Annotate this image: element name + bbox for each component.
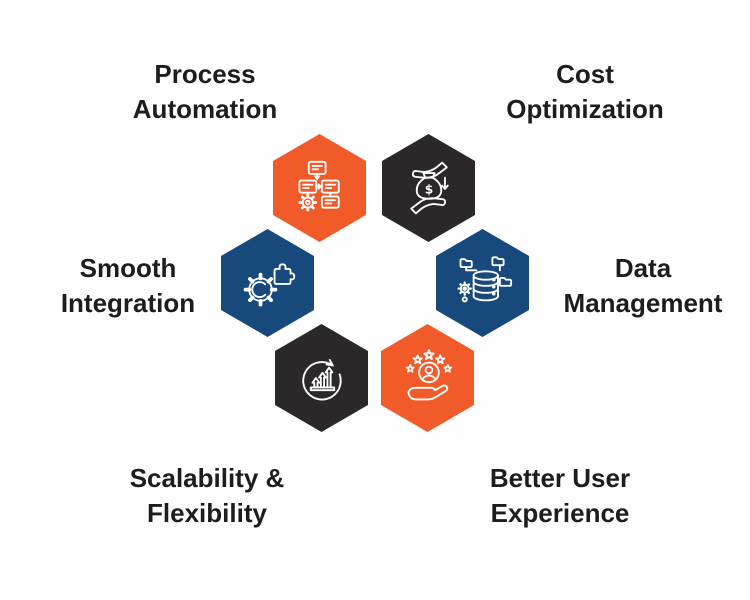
label-scalability-flexibility: Scalability & Flexibility [129, 463, 285, 528]
svg-text:$: $ [424, 183, 432, 197]
label-cost-optimization: Cost Optimization [506, 59, 664, 124]
label-better-user-experience: Better User Experience [489, 463, 631, 528]
user-rating-icon [405, 349, 452, 401]
hexagon-data-management [436, 229, 529, 337]
money-savings-icon: $ [409, 161, 449, 215]
hexagon-scalability-flexibility [275, 324, 368, 432]
label-smooth-integration: Smooth Integration [60, 253, 196, 318]
growth-arrows-icon [301, 358, 342, 401]
hexagon-smooth-integration [221, 229, 314, 337]
hexagon-cost-optimization: $ [382, 134, 475, 242]
hexagon-process-automation [273, 134, 366, 242]
label-data-management: Data Management [563, 253, 723, 318]
hexagon-better-user-experience [381, 324, 474, 432]
database-icon [457, 256, 512, 303]
flowchart-icon [297, 160, 340, 212]
gear-puzzle-icon [243, 263, 295, 307]
label-process-automation: Process Automation [132, 59, 278, 124]
